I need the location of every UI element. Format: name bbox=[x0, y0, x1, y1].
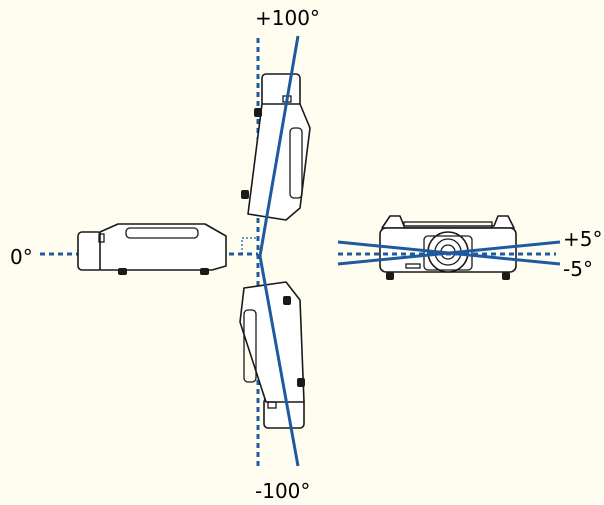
projector-tilt-up bbox=[241, 73, 311, 221]
tilt-axis-line-lower bbox=[258, 255, 300, 467]
label-zero: 0° bbox=[10, 245, 33, 269]
right-angle-marker bbox=[241, 237, 258, 254]
label-minus-100: -100° bbox=[255, 479, 310, 503]
label-plus-100: +100° bbox=[255, 6, 320, 30]
side-tilt-minus-line bbox=[337, 240, 561, 266]
tilt-axis-line bbox=[258, 35, 300, 257]
label-plus-5: +5° bbox=[563, 227, 602, 251]
label-minus-5: -5° bbox=[563, 257, 593, 281]
projector-tilt-down bbox=[239, 281, 305, 429]
projector-horizontal bbox=[77, 223, 227, 275]
